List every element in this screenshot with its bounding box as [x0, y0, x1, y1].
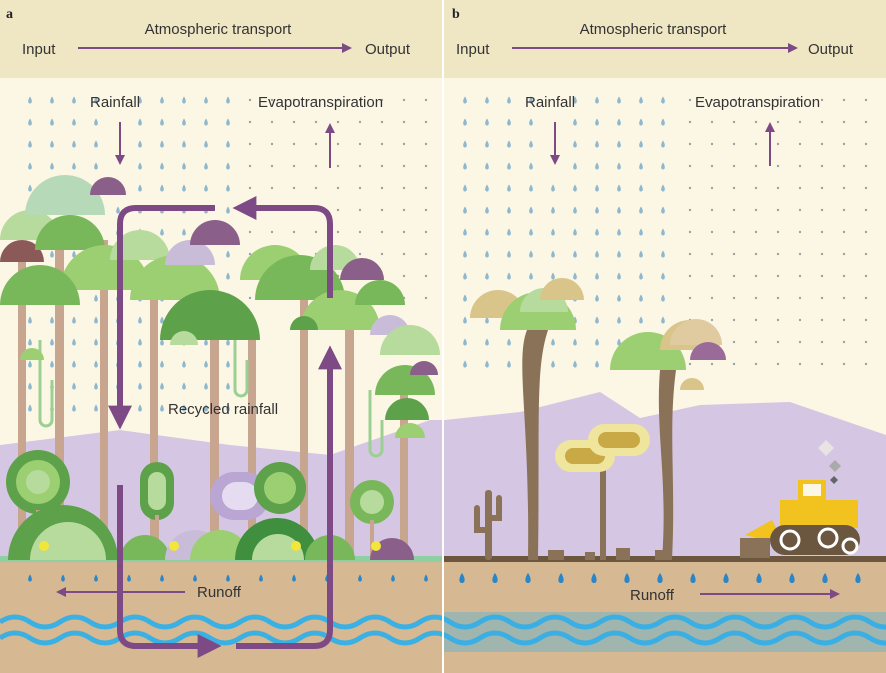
evapotranspiration-label-a: Evapotranspiration [258, 94, 383, 111]
evapotranspiration-label-b: Evapotranspiration [695, 94, 820, 111]
rainfall-label-b: Rainfall [525, 94, 575, 111]
input-label-a: Input [22, 41, 56, 58]
soil-drops [28, 573, 861, 583]
atmospheric-transport-label-a: Atmospheric transport [145, 21, 293, 38]
raindrops-b [463, 96, 868, 368]
output-label-a: Output [365, 41, 411, 58]
panel-letter-a: a [6, 7, 13, 22]
bulldozer-icon [740, 440, 860, 558]
rainfall-label-a: Rainfall [90, 94, 140, 111]
input-label-b: Input [456, 41, 490, 58]
runoff-label-b: Runoff [630, 587, 675, 604]
panel-a-labels: a Atmospheric transport Input Output Rai… [6, 7, 411, 601]
groundwater-waves [0, 612, 886, 652]
runoff-label-a: Runoff [197, 584, 242, 601]
cleared-land [470, 278, 860, 560]
atmospheric-transport-label-b: Atmospheric transport [580, 21, 728, 38]
arrows [56, 43, 840, 658]
panel-letter-b: b [452, 7, 460, 22]
panel-divider [442, 0, 444, 673]
recycled-rainfall-label: Recycled rainfall [168, 401, 278, 418]
forest [0, 175, 440, 560]
panel-b-labels: b Atmospheric transport Input Output Rai… [452, 7, 854, 604]
output-label-b: Output [808, 41, 854, 58]
